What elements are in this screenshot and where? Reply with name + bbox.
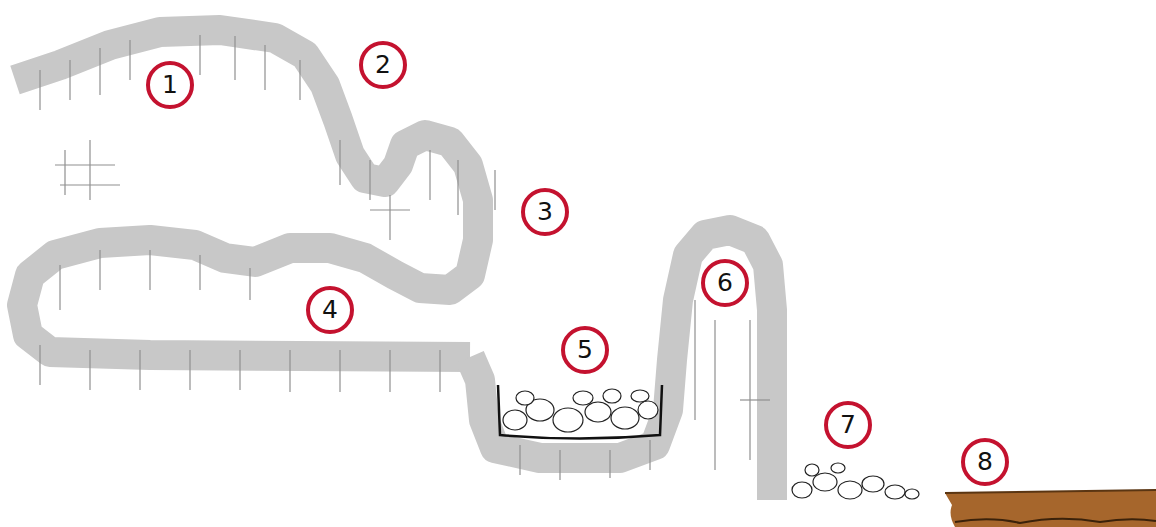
- callout-number: 1: [146, 61, 194, 109]
- ground-surface: [945, 490, 1156, 527]
- callout-number: 5: [561, 326, 609, 374]
- rubble-fill: [498, 385, 919, 499]
- callout-number: 8: [961, 438, 1009, 486]
- callout-number: 7: [824, 401, 872, 449]
- callout-number: 2: [359, 41, 407, 89]
- callout-number: 3: [521, 188, 569, 236]
- rock-hatching: [40, 35, 770, 480]
- cave-passage: [15, 30, 772, 500]
- callout-number: 6: [701, 259, 749, 307]
- callout-number: 4: [306, 286, 354, 334]
